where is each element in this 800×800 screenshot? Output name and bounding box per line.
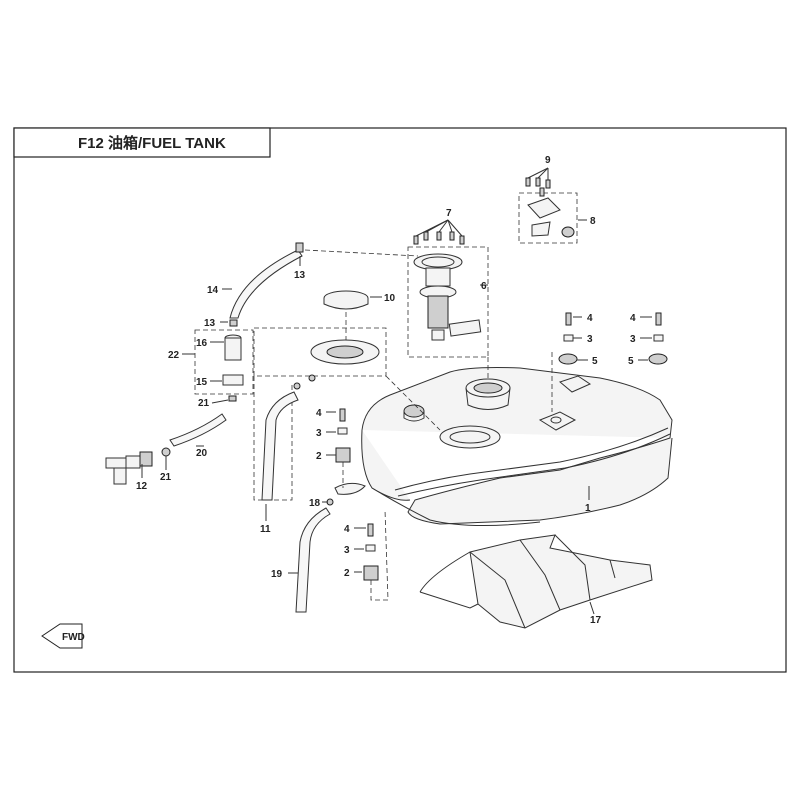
callout-12: 12 [136, 481, 148, 492]
callout-4-right-b: 4 [630, 313, 636, 324]
heat-shield [419, 534, 653, 629]
callout-11: 11 [260, 524, 271, 535]
drawing-border [13, 127, 787, 673]
callout-22: 22 [168, 350, 180, 361]
fuel-cap [323, 290, 369, 310]
callout-8: 8 [590, 216, 596, 227]
callout-21-upper: 21 [198, 398, 210, 409]
callout-15: 15 [196, 377, 208, 388]
callout-4-lower: 4 [344, 524, 350, 535]
clamp-13-left [229, 319, 238, 327]
mount-stack-right-a [558, 312, 578, 365]
callout-7: 7 [446, 208, 452, 219]
callout-1: 1 [585, 503, 591, 514]
fuel-pump [413, 253, 482, 341]
fuel-tank-body [334, 367, 673, 527]
callout-21-lower: 21 [160, 472, 172, 483]
callout-19: 19 [271, 569, 283, 580]
filter-group-box [194, 329, 254, 395]
fuel-filter [222, 334, 244, 402]
callout-4-upper: 4 [316, 408, 322, 419]
callout-5-right-b: 5 [628, 356, 634, 367]
callout-6: 6 [481, 281, 487, 292]
callout-4-right-a: 4 [587, 313, 593, 324]
vent-hose-11 [261, 374, 316, 501]
callout-numbers: 1 2 2 3 3 3 3 4 4 4 4 5 5 6 7 8 9 10 11 … [136, 155, 636, 626]
title-block [13, 127, 271, 158]
callout-3-lower: 3 [344, 545, 350, 556]
filler-ring [310, 339, 380, 365]
hose-19 [295, 507, 331, 613]
callout-5-right-a: 5 [592, 356, 598, 367]
hose-14 [229, 249, 303, 319]
mount-stack-upper-left [335, 408, 351, 463]
callout-3-right-b: 3 [630, 334, 636, 345]
filler-group-box [253, 327, 387, 377]
callout-14: 14 [207, 285, 219, 296]
mount-stack-right-b [648, 312, 668, 365]
leader-lines [141, 219, 652, 615]
clamp-13-top [295, 242, 304, 253]
fuel-pump-group-box [407, 246, 489, 358]
mount-stack-lower-left [363, 523, 379, 581]
callout-18: 18 [309, 498, 321, 509]
diagram-title: F12 油箱/FUEL TANK [78, 134, 226, 152]
hose-20 [169, 413, 227, 447]
forward-label: FWD [62, 632, 85, 643]
alignment-guides [304, 249, 553, 601]
clamp-21-low [161, 447, 171, 457]
callout-2-upper: 2 [316, 451, 322, 462]
forward-direction-badge: FWD [41, 623, 85, 649]
callout-2-lower: 2 [344, 568, 350, 579]
fuel-connector [105, 451, 153, 485]
callout-16: 16 [196, 338, 208, 349]
callout-17: 17 [590, 615, 602, 626]
callout-3-right-a: 3 [587, 334, 593, 345]
fuel-sender-bracket [525, 167, 575, 238]
callout-20: 20 [196, 448, 208, 459]
callout-13-top: 13 [294, 270, 306, 281]
pump-screws [413, 219, 465, 245]
filler-group-box-side [253, 376, 293, 501]
callout-9: 9 [545, 155, 551, 166]
bracket-group-box [518, 192, 578, 244]
callout-3-upper: 3 [316, 428, 322, 439]
callout-10: 10 [384, 293, 396, 304]
callout-13-left: 13 [204, 318, 216, 329]
